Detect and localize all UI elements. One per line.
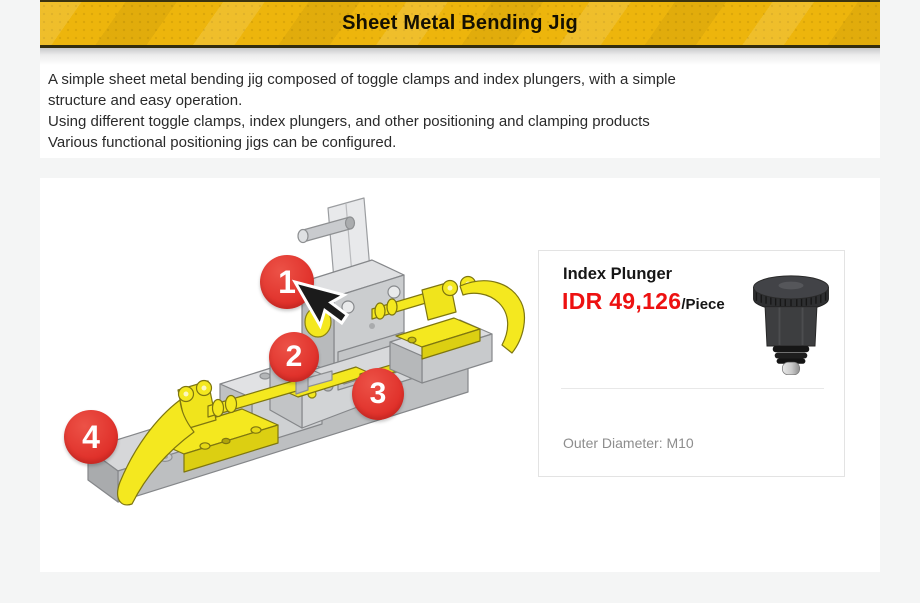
- price-row: IDR 49,126/Piece: [562, 288, 725, 315]
- marker-2[interactable]: 2: [269, 332, 319, 382]
- jig-illustration: [87, 197, 525, 506]
- card-divider: [561, 388, 824, 389]
- cursor-arrow-icon: [291, 279, 350, 330]
- description-line: structure and easy operation.: [48, 92, 243, 109]
- marker-4[interactable]: 4: [64, 410, 118, 464]
- page-title: Sheet Metal Bending Jig: [342, 12, 578, 34]
- product-card[interactable]: Index Plunger IDR 49,126/Piece: [538, 250, 845, 477]
- description-line: A simple sheet metal bending jig compose…: [48, 71, 676, 88]
- product-name: Index Plunger: [563, 265, 673, 283]
- illustration-panel: 1 2 3 4 Index Plunger IDR 49,126/Piece: [40, 178, 880, 572]
- description-line: Using different toggle clamps, index plu…: [48, 113, 650, 130]
- description-block: A simple sheet metal bending jig compose…: [40, 48, 880, 158]
- banner: Sheet Metal Bending Jig: [40, 0, 880, 48]
- marker-1[interactable]: 1: [260, 255, 314, 309]
- product-spec: Outer Diameter: M10: [563, 435, 694, 451]
- price-unit: /Piece: [681, 296, 725, 313]
- marker-3[interactable]: 3: [352, 368, 404, 420]
- product-price: IDR 49,126: [562, 288, 682, 314]
- description-line: Various functional positioning jigs can …: [48, 134, 397, 151]
- index-plunger-image: [753, 275, 829, 375]
